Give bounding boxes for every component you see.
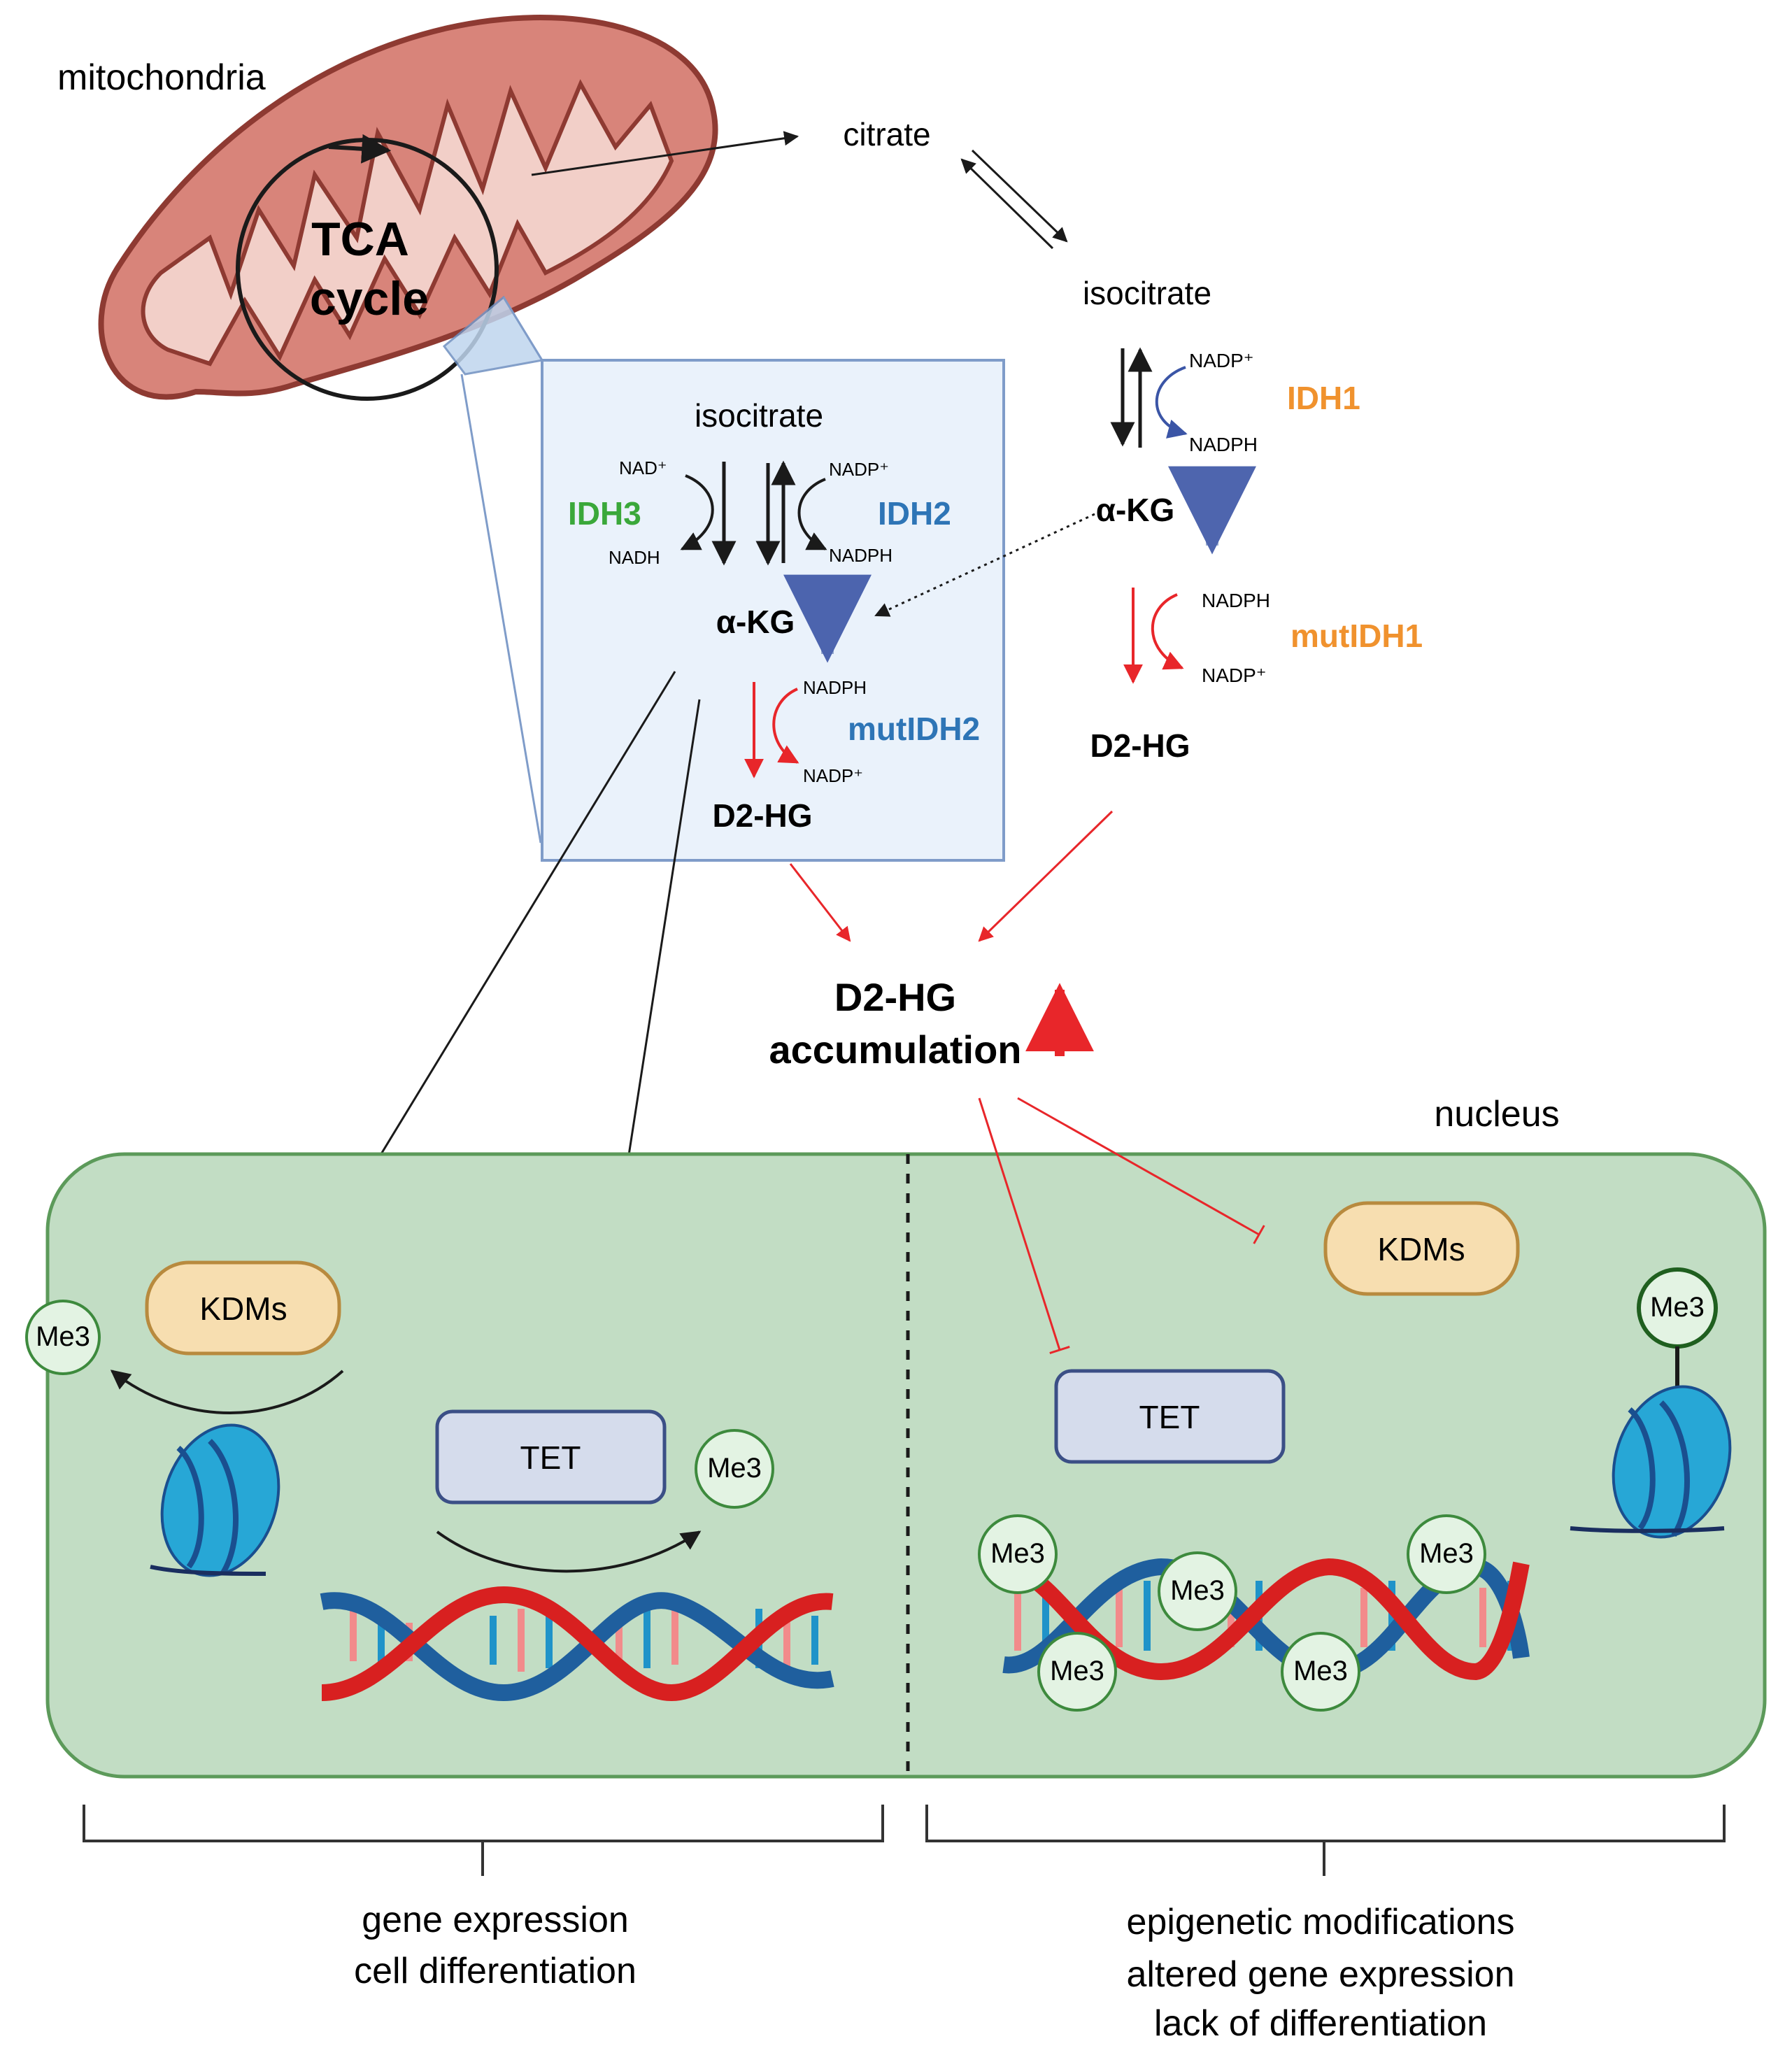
right-kdms-label: KDMs (1377, 1231, 1465, 1267)
right-dna-me3-label-4: Me3 (1293, 1656, 1348, 1686)
left-outcome-line1: gene expression (362, 1900, 629, 1940)
mutidh1-cofactor-curve (1151, 593, 1184, 670)
idh2-label: IDH2 (878, 495, 951, 532)
tca-cycle-arrow (328, 134, 392, 164)
right-tet-box (1054, 1369, 1286, 1464)
left-tet-box (435, 1409, 667, 1505)
zoom-line-top (502, 297, 543, 361)
right-dna-me3-label-2: Me3 (1050, 1656, 1104, 1686)
left-outcome-line2: cell differentiation (354, 1951, 637, 1991)
inhibit-kdms-line (1017, 1097, 1265, 1244)
right-dna-me3-circle-2 (1037, 1632, 1117, 1712)
akg-to-kdms-arrow (341, 671, 676, 1218)
tca-to-citrate-arrow (531, 131, 799, 176)
right-outcome-bracket (925, 1805, 1726, 1876)
right-dna-me3-circle-1 (978, 1514, 1058, 1594)
cyto-d2hg-to-accumulation-arrow (978, 810, 1114, 942)
zoom-mut-nadph: NADPH (803, 677, 867, 698)
left-dna-me3-circle (695, 1429, 774, 1509)
left-tet-demethylation-arrow (436, 1530, 702, 1573)
right-outcome-line1: epigenetic modifications (1127, 1902, 1515, 1942)
cytosol-d2hg: D2-HG (1090, 727, 1190, 764)
cytosol-akg: α-KG (1096, 492, 1175, 528)
right-outcome-line3: lack of differentiation (1154, 2003, 1487, 2044)
zoom-akg: α-KG (716, 604, 795, 640)
right-dna-me3-label-1: Me3 (990, 1538, 1045, 1569)
idh1-cofactor-curve (1155, 366, 1188, 439)
zoom-d2hg: D2-HG (712, 797, 812, 834)
mitochondria-label: mitochondria (57, 57, 266, 98)
zoom-nadh: NADH (609, 547, 660, 568)
mutidh1-label: mutIDH1 (1290, 618, 1423, 654)
zoom-nadp-plus: NADP⁺ (829, 459, 889, 480)
right-kdms-box (1323, 1201, 1520, 1296)
right-tet-label: TET (1139, 1399, 1200, 1435)
mutidh2-cofactor-curve (772, 688, 799, 764)
left-kdms-box (145, 1260, 341, 1356)
left-outcome-bracket (83, 1805, 884, 1876)
mitochondrion-cristae (141, 79, 674, 367)
idh2-cofactor-curve (797, 478, 827, 550)
left-nucleosome (150, 1423, 280, 1577)
idh1-label: IDH1 (1287, 380, 1360, 416)
right-outcome-line2: altered gene expression (1126, 1954, 1514, 1995)
zoom-line-bottom (460, 374, 542, 844)
zoom-nadph: NADPH (829, 545, 893, 566)
citrate-to-isocitrate-arrow (971, 149, 1068, 243)
isocitrate-label: isocitrate (1083, 275, 1211, 311)
mutidh2-label: mutIDH2 (848, 711, 980, 747)
mitochondrial-zoom-box (541, 359, 1005, 862)
cytosol-mut-nadp-plus: NADP⁺ (1202, 664, 1267, 686)
right-dna-me3-label-3: Me3 (1170, 1575, 1225, 1606)
right-dna-me3-circle-3 (1158, 1551, 1237, 1631)
right-dna-me3-circle-5 (1407, 1514, 1486, 1594)
accumulation-line2: accumulation (769, 1028, 1022, 1072)
right-nucleosome (1570, 1385, 1732, 1539)
accumulation-line1: D2-HG (834, 975, 956, 1019)
akg-exchange-dotted-arrow (874, 513, 1095, 617)
cytosol-mut-nadph: NADPH (1202, 590, 1270, 611)
right-dna-me3-label-5: Me3 (1419, 1538, 1474, 1569)
left-histone-me3-circle (25, 1300, 101, 1375)
citrate-label: citrate (843, 116, 930, 152)
cytosol-nadph: NADPH (1189, 434, 1258, 455)
zoom-mut-nadp-plus: NADP⁺ (803, 765, 863, 786)
idh3-label: IDH3 (568, 495, 641, 532)
inhibit-tet-line (978, 1097, 1070, 1354)
left-histone-me3-label: Me3 (36, 1321, 90, 1352)
right-histone-me3-label: Me3 (1650, 1292, 1705, 1323)
isocitrate-to-citrate-arrow (960, 158, 1054, 250)
left-kdm-demethylation-arrow (110, 1370, 344, 1414)
idh3-cofactor-curve (680, 474, 714, 550)
mito-d2hg-to-accumulation-arrow (789, 863, 851, 942)
tca-line2: cycle (310, 272, 429, 325)
left-kdms-label: KDMs (199, 1290, 287, 1327)
mitochondrion: TCA cycle (98, 15, 718, 401)
left-dna-helix (320, 1586, 834, 1702)
tca-line1: TCA (311, 213, 409, 266)
right-dna-me3-circle-4 (1281, 1632, 1360, 1712)
left-tet-label: TET (520, 1439, 581, 1476)
cytosol-nadp-plus: NADP⁺ (1189, 350, 1254, 371)
left-dna-me3-label: Me3 (707, 1453, 762, 1484)
zoom-nad-plus: NAD⁺ (619, 457, 667, 478)
nucleus-label: nucleus (1434, 1094, 1559, 1135)
zoom-isocitrate: isocitrate (695, 397, 823, 434)
